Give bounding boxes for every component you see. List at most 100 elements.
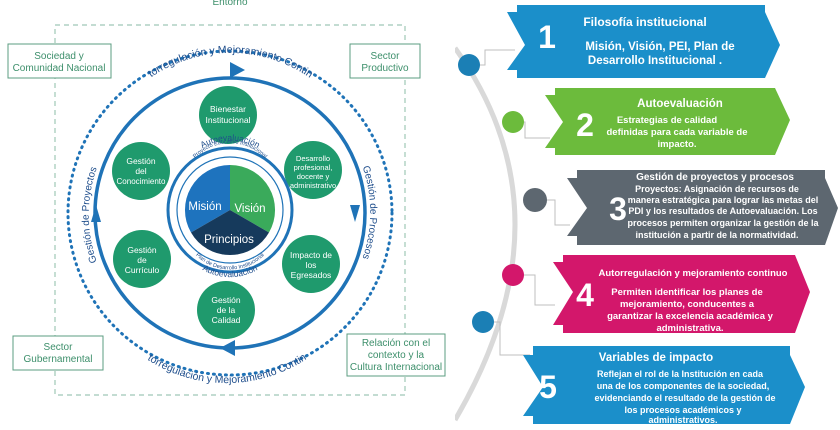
card-2-body-line-1: Estrategias de calidad (617, 115, 718, 126)
card-5-title: Variables de impacto (599, 352, 713, 364)
box-gubernamental-line-2: Gubernamental (24, 354, 93, 365)
card-4-body-line-2: mejoramiento, conducentes a (620, 299, 755, 310)
card-3-body-line-5: institución a partir de la normatividad. (635, 230, 798, 240)
satellite-calidad-line-1: Gestión (211, 295, 241, 305)
ring-arrow-left (91, 205, 101, 222)
card-5-number: 5 (539, 369, 557, 405)
card-4-number: 4 (576, 277, 594, 313)
satellite-curriculo: Gestión de Currículo (113, 230, 171, 288)
card-2-body-line-2: definidas para cada variable de (607, 127, 748, 138)
timeline-arc (455, 46, 518, 422)
card-5-body-line-3: evidenciando el resultado de la gestión … (594, 393, 775, 403)
card-3-body-line-3: PDI y los resultados de Autoevaluación. … (628, 206, 817, 216)
card-1-dot (458, 54, 480, 76)
card-3-body-line-2: manera estratégica para lograr las metas… (628, 195, 819, 205)
card-2: 2 Autoevaluación Estrategias de calidad … (502, 88, 790, 155)
satellite-curriculo-line-3: Currículo (125, 265, 160, 275)
satellite-conocimiento-line-1: Gestión (126, 156, 156, 166)
box-relacion-line-3: Cultura Internacional (350, 362, 442, 373)
box-productivo-line-2: Productivo (361, 63, 409, 74)
satellite-calidad-line-3: Calidad (212, 315, 241, 325)
card-5-body-line-1: Reflejan el rol de la Institución en cad… (597, 369, 764, 379)
card-1: 1 Filosofía institucional Misión, Visión… (458, 5, 780, 78)
box-productivo-line-1: Sector (371, 51, 401, 62)
cards-canvas: 1 Filosofía institucional Misión, Visión… (455, 5, 838, 425)
card-3-body-line-4: procesos permiten organizar la gestión d… (627, 218, 819, 228)
card-3-body-line-1: Proyectos: Asignación de recursos de (635, 184, 799, 194)
satellite-bienestar-line-2: Institucional (206, 115, 251, 125)
satellite-desarrollo-line-2: profesional, (294, 163, 333, 172)
card-5: 5 Variables de impacto Reflejan el rol d… (472, 311, 805, 425)
satellite-impacto-line-1: Impacto de (290, 250, 332, 260)
outer-dotted-ring (66, 49, 394, 377)
box-sociedad: Sociedad y Comunidad Nacional (7, 43, 112, 79)
card-5-body-line-4: los procesos académicos y (624, 405, 741, 415)
satellite-curriculo-line-1: Gestión (127, 245, 157, 255)
core-label-principios: Principios (204, 234, 254, 246)
ring-arrow-right (350, 205, 360, 222)
card-3-shape (567, 170, 838, 245)
ring-arrow-top (230, 62, 245, 78)
card-2-shape (545, 88, 790, 155)
cards-panel: 1 Filosofía institucional Misión, Visión… (455, 0, 840, 430)
core-slice-mision (184, 165, 230, 233)
card-1-body-line-2: Desarrollo Institucional . (588, 55, 722, 67)
card-5-body-line-2: una de los componentes de la sociedad, (597, 381, 770, 391)
satellite-bienestar: Bienestar Institucional (199, 86, 257, 144)
card-2-dot (502, 111, 524, 133)
satellite-impacto-line-3: Egresados (291, 270, 332, 280)
diagram-canvas: Entorno Sociedad y Comunidad Nacional Se… (0, 0, 446, 396)
environment-frame (54, 24, 406, 396)
card-1-title: Filosofía institucional (583, 15, 706, 29)
card-4-body-line-1: Permiten identificar los planes de (611, 287, 763, 298)
box-gubernamental-line-1: Sector (44, 342, 74, 353)
card-2-number: 2 (576, 107, 594, 143)
box-sector-gubernamental: Sector Gubernamental (12, 335, 104, 371)
card-2-body-line-3: impacto. (657, 139, 696, 150)
satellite-calidad-line-2: de la (217, 305, 236, 315)
satellite-desarrollo-line-4: administrativo (290, 181, 336, 190)
ring-arrow-bottom (220, 340, 235, 356)
satellite-conocimiento: Gestión del Conocimiento (112, 142, 170, 200)
core-label-mision: Misión (188, 201, 221, 213)
box-relacion-line-1: Relación con el (362, 338, 430, 349)
card-3: 3 Gestión de proyectos y procesos Proyec… (523, 170, 838, 245)
satellite-desarrollo: Desarrollo profesional, docente y admini… (284, 141, 342, 199)
card-4-title: Autorregulación y mejoramiento continuo (599, 268, 788, 279)
card-3-dot (523, 188, 547, 212)
card-4-body-line-3: garantizar la excelencia académica y (607, 311, 774, 322)
satellite-conocimiento-line-3: Conocimiento (117, 177, 166, 186)
core-slice-vision (230, 165, 276, 233)
card-4-dot (502, 264, 524, 286)
satellite-conocimiento-line-2: del (135, 166, 146, 176)
core-pie: Misión Visión Principios (184, 165, 276, 256)
satellite-curriculo-line-2: de (137, 255, 147, 265)
card-3-number: 3 (609, 191, 627, 227)
satellite-impacto-line-2: los (306, 260, 317, 270)
card-3-title: Gestión de proyectos y procesos (636, 172, 794, 183)
box-relacion-line-2: contexto y la (368, 350, 425, 361)
satellite-desarrollo-line-3: docente y (297, 172, 330, 181)
card-4: 4 Autorregulación y mejoramiento continu… (502, 255, 810, 334)
box-sector-productivo: Sector Productivo (349, 43, 421, 79)
satellite-calidad: Gestión de la Calidad (197, 281, 255, 339)
satellite-desarrollo-line-1: Desarrollo (296, 154, 330, 163)
environment-label: Entorno (212, 0, 247, 8)
box-relacion-contexto: Relación con el contexto y la Cultura In… (346, 333, 446, 377)
box-sociedad-line-2: Comunidad Nacional (13, 63, 106, 74)
satellite-impacto: Impacto de los Egresados (282, 235, 340, 293)
satellite-bienestar-line-1: Bienestar (210, 104, 246, 114)
card-5-dot (472, 311, 494, 333)
core-label-vision: Visión (234, 203, 265, 215)
box-sociedad-line-1: Sociedad y (34, 51, 83, 62)
card-1-shape (507, 5, 780, 78)
card-5-shape (523, 346, 805, 424)
institutional-model-diagram: Entorno Sociedad y Comunidad Nacional Se… (0, 0, 446, 396)
core-slice-principios (191, 210, 269, 256)
card-1-body-line-1: Misión, Visión, PEI, Plan de (585, 41, 734, 53)
card-4-body-line-4: administrativa. (656, 323, 723, 334)
card-5-body-line-5: administrativos. (648, 415, 717, 425)
card-4-shape (553, 255, 810, 333)
card-1-number: 1 (538, 19, 556, 55)
card-2-title: Autoevaluación (637, 98, 723, 110)
